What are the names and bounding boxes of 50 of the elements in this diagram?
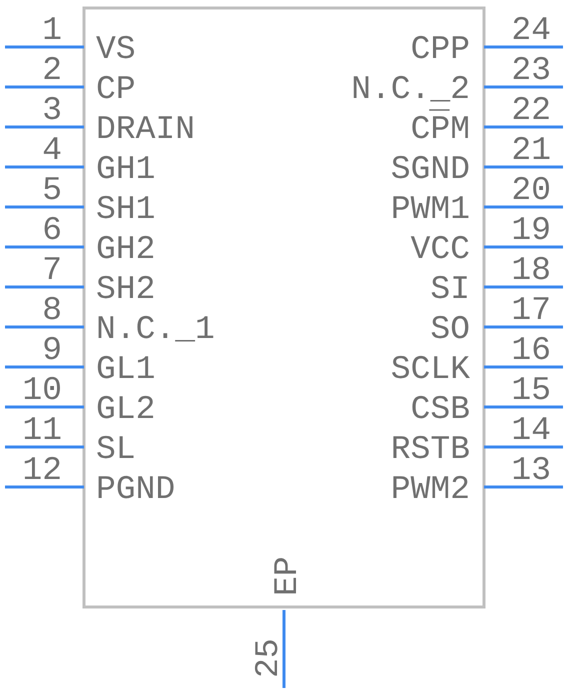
pin-name: VS xyxy=(96,36,134,58)
pin-number: 19 xyxy=(514,216,549,240)
pin-number: 22 xyxy=(514,96,549,119)
pin-number: 14 xyxy=(514,417,550,439)
pin-name: VCC xyxy=(410,236,469,258)
pin-name: SGND xyxy=(392,156,468,178)
pin-name: GH1 xyxy=(98,156,154,178)
pin-number: 25 xyxy=(254,640,278,676)
pin-name: SH1 xyxy=(97,196,154,218)
pin-number: 3 xyxy=(44,96,60,120)
pin-name: CPP xyxy=(412,36,468,58)
pin-name: CSB xyxy=(412,396,469,418)
pin-name: SL xyxy=(97,436,134,458)
pin-name: N.C._2 xyxy=(354,76,468,102)
pin-number: 2 xyxy=(44,56,60,79)
pin-number: 10 xyxy=(24,376,60,400)
pin-number: 16 xyxy=(514,336,549,360)
pin-number: 17 xyxy=(514,297,548,319)
pin-name: SI xyxy=(432,276,467,298)
pin-name: N.C._1 xyxy=(98,316,214,342)
pin-number: 7 xyxy=(44,257,60,279)
pin-number: 4 xyxy=(44,137,60,159)
pin-number: 21 xyxy=(514,136,550,159)
pin-number: 15 xyxy=(514,377,549,400)
pin-number: 9 xyxy=(44,336,60,360)
pin-number: 23 xyxy=(514,56,549,80)
pin-name: DRAIN xyxy=(98,116,192,138)
pin-number: 5 xyxy=(44,177,60,200)
pin-number: 20 xyxy=(514,176,549,200)
pin-name: GL2 xyxy=(98,396,154,418)
pin-name: PWM1 xyxy=(393,196,468,218)
pin-number: 1 xyxy=(44,17,60,39)
pin-number: 11 xyxy=(24,417,60,439)
pin-name: SO xyxy=(432,316,468,338)
pin-number: 13 xyxy=(514,456,549,480)
pin-number: 18 xyxy=(514,256,549,280)
pin-name: CPM xyxy=(412,109,468,138)
pin-number: 12 xyxy=(24,456,60,479)
pin-number: 8 xyxy=(44,296,60,320)
pin-name: PGND xyxy=(98,476,174,498)
pin-number: 6 xyxy=(44,216,60,240)
pin-number: 24 xyxy=(514,16,550,39)
pin-name: GL1 xyxy=(98,356,154,378)
pin-name: SCLK xyxy=(392,356,470,378)
pin-name: RSTB xyxy=(393,436,469,458)
pin-name: PWM2 xyxy=(393,476,468,498)
pin-name: SH2 xyxy=(97,276,154,298)
pin-name: EP xyxy=(274,558,296,594)
pin-name: GH2 xyxy=(98,236,154,258)
pin-name: CP xyxy=(98,76,134,98)
